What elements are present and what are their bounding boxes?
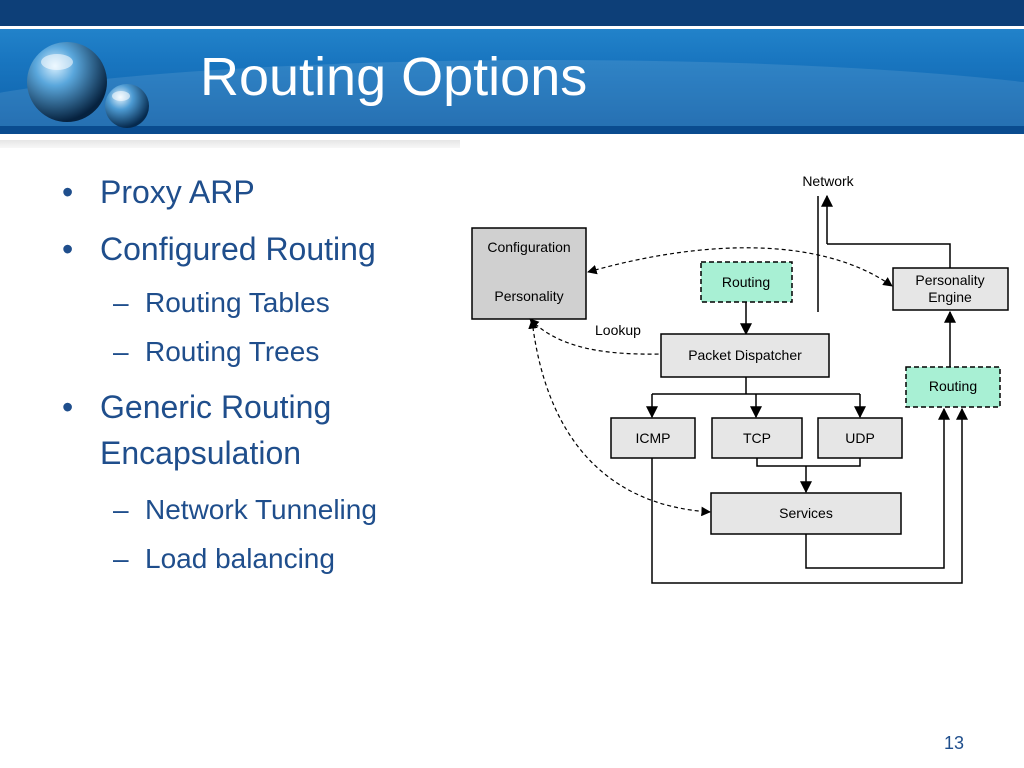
network-label: Network (802, 173, 854, 189)
tcp-label: TCP (743, 430, 771, 446)
config-box-line2: Personality (494, 288, 563, 304)
bullet-proxy-arp: Proxy ARP (56, 172, 456, 212)
sub-bullet-network-tunneling: Network Tunneling (56, 493, 456, 527)
services-label: Services (779, 505, 833, 521)
lookup-label: Lookup (595, 322, 641, 338)
icmp-label: ICMP (636, 430, 671, 446)
bullet-list: Proxy ARP Configured Routing Routing Tab… (56, 172, 456, 591)
udp-box (817, 417, 903, 459)
personality-engine-line2: Engine (928, 289, 972, 305)
services-box (710, 492, 902, 535)
icmp-box (610, 417, 696, 459)
slide-title: Routing Options (200, 47, 588, 107)
bullet-generic-routing-encapsulation: Generic Routing Encapsulation (56, 384, 430, 476)
bullet-configured-routing: Configured Routing (56, 229, 456, 269)
page-number: 13 (943, 733, 964, 753)
tcp-box (711, 417, 803, 459)
network-to-engine-line (827, 243, 951, 268)
routing-top-label: Routing (722, 274, 770, 290)
udp-label: UDP (845, 430, 875, 446)
personality-engine-box (892, 267, 1009, 311)
sub-bullet-routing-trees: Routing Trees (56, 335, 456, 369)
globe-logo-icon (27, 42, 149, 128)
tcp-udp-join-line (756, 458, 861, 467)
slide-header: Routing Options (0, 0, 1024, 134)
config-to-services-dashed (528, 319, 711, 517)
header-top-band (0, 0, 1024, 26)
routing-right-label: Routing (929, 378, 977, 394)
sub-bullet-routing-tables: Routing Tables (56, 286, 456, 320)
packet-dispatcher-box (660, 333, 830, 378)
header-top-line (0, 26, 1024, 29)
services-return-line (805, 407, 950, 569)
personality-engine-line1: Personality (915, 272, 984, 288)
icmp-return-line (651, 407, 968, 584)
header-bottom-band (0, 126, 1024, 134)
config-personality-box (471, 227, 587, 320)
header-sheen (0, 60, 1024, 134)
sub-bullet-load-balancing: Load balancing (56, 542, 456, 576)
config-to-engine-dashed (587, 247, 893, 287)
config-box-line1: Configuration (487, 239, 570, 255)
routing-right-box (905, 366, 1001, 408)
subheader-rule (0, 140, 460, 148)
routing-architecture-diagram: Network Configuration Personality Routin… (471, 173, 1009, 584)
packet-dispatcher-label: Packet Dispatcher (688, 347, 802, 363)
